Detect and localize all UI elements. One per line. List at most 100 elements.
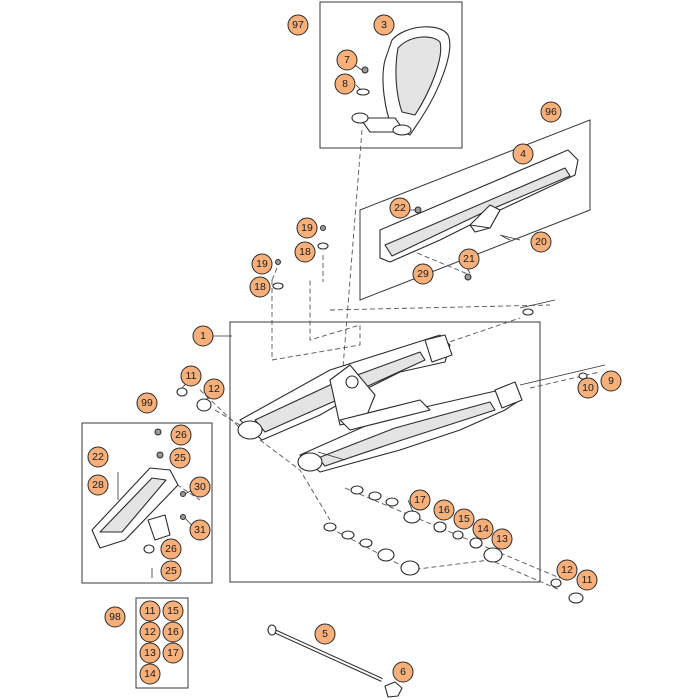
callout-29: 29 (412, 263, 434, 285)
callout-8: 8 (334, 73, 356, 95)
svg-text:21: 21 (463, 253, 475, 265)
callout-1: 1 (192, 325, 214, 347)
bearing-left (176, 387, 212, 412)
callout-11-left: 11 (180, 365, 202, 387)
callout-25-bottom: 25 (160, 560, 182, 582)
kit-item-17: 17 (162, 642, 184, 664)
kit-item-14: 14 (139, 663, 161, 685)
callout-12-left: 12 (203, 378, 225, 400)
svg-text:13: 13 (144, 647, 156, 659)
callout-22-guide: 22 (87, 446, 109, 468)
svg-text:12: 12 (144, 626, 156, 638)
callout-25-top: 25 (169, 447, 191, 469)
svg-text:26: 26 (165, 543, 177, 555)
svg-text:30: 30 (194, 481, 206, 493)
svg-text:9: 9 (608, 375, 614, 387)
callout-3: 3 (373, 14, 395, 36)
callout-11-right: 11 (576, 569, 598, 591)
svg-text:14: 14 (477, 523, 489, 535)
svg-text:20: 20 (535, 236, 547, 248)
svg-text:10: 10 (582, 382, 594, 394)
callout-7: 7 (336, 49, 358, 71)
svg-text:31: 31 (194, 524, 206, 536)
callout-15: 15 (453, 508, 475, 530)
callout-18-right: 18 (294, 241, 316, 263)
svg-text:12: 12 (561, 564, 573, 576)
svg-text:19: 19 (301, 222, 313, 234)
callout-97: 97 (287, 14, 309, 36)
callout-12-right: 12 (556, 559, 578, 581)
svg-text:16: 16 (438, 504, 450, 516)
callout-28: 28 (87, 474, 109, 496)
callout-19-right: 19 (296, 217, 318, 239)
callout-14: 14 (472, 518, 494, 540)
svg-text:5: 5 (322, 628, 328, 640)
callout-20: 20 (530, 231, 552, 253)
callout-18-left: 18 (249, 276, 271, 298)
svg-text:12: 12 (208, 383, 220, 395)
svg-text:3: 3 (381, 19, 387, 31)
svg-text:11: 11 (186, 370, 197, 382)
chain-guard-part-4 (379, 149, 579, 281)
svg-text:17: 17 (167, 647, 179, 659)
swingarm-part-1 (237, 334, 523, 473)
frame-guide-99 (81, 422, 213, 584)
kit-item-12: 12 (139, 621, 161, 643)
svg-text:97: 97 (292, 19, 304, 31)
callout-19-left: 19 (251, 253, 273, 275)
callout-16: 16 (433, 499, 455, 521)
svg-text:22: 22 (394, 202, 406, 214)
chain-guide-part-99 (91, 428, 186, 578)
svg-text:4: 4 (520, 148, 526, 160)
svg-text:18: 18 (299, 246, 311, 258)
callout-17: 17 (409, 489, 431, 511)
callout-22-top: 22 (389, 197, 411, 219)
svg-text:96: 96 (545, 106, 557, 118)
svg-text:14: 14 (144, 668, 156, 680)
callout-26-bottom: 26 (160, 538, 182, 560)
kit-item-15: 15 (162, 600, 184, 622)
svg-text:98: 98 (109, 611, 121, 623)
callout-26-top: 26 (170, 424, 192, 446)
callout-5: 5 (314, 623, 336, 645)
callout-96: 96 (540, 101, 562, 123)
svg-text:16: 16 (167, 626, 179, 638)
callout-30: 30 (189, 476, 211, 498)
callout-9: 9 (600, 370, 622, 392)
svg-text:19: 19 (256, 258, 268, 270)
nut-part-6 (384, 681, 403, 698)
bearing-stack (323, 485, 584, 604)
svg-text:18: 18 (254, 281, 266, 293)
kit-item-16: 16 (162, 621, 184, 643)
assembly-lines (169, 129, 601, 591)
svg-text:25: 25 (165, 565, 177, 577)
svg-text:1: 1 (200, 330, 206, 342)
svg-text:15: 15 (458, 513, 470, 525)
svg-text:29: 29 (417, 268, 429, 280)
callout-98: 98 (104, 606, 126, 628)
svg-text:7: 7 (344, 54, 350, 66)
svg-text:6: 6 (400, 666, 406, 678)
svg-text:17: 17 (414, 494, 426, 506)
frame-chain-guard-97 (319, 1, 463, 149)
top-bolt (519, 299, 556, 316)
callout-10: 10 (577, 377, 599, 399)
pivot-bolt-part-5 (267, 624, 383, 682)
kit-item-11: 11 (139, 600, 161, 622)
callout-21: 21 (458, 248, 480, 270)
frame-swingarm-1 (229, 321, 541, 583)
svg-text:99: 99 (141, 397, 153, 409)
svg-text:11: 11 (582, 574, 593, 586)
callout-13: 13 (491, 528, 513, 550)
bolts-19-18 (272, 225, 329, 290)
callout-31: 31 (189, 519, 211, 541)
svg-text:26: 26 (175, 429, 187, 441)
svg-text:13: 13 (496, 533, 508, 545)
svg-text:15: 15 (167, 605, 179, 617)
callout-99: 99 (136, 392, 158, 414)
callout-6: 6 (392, 661, 414, 683)
kit-item-13: 13 (139, 642, 161, 664)
svg-text:11: 11 (145, 605, 156, 617)
svg-text:8: 8 (342, 78, 348, 90)
